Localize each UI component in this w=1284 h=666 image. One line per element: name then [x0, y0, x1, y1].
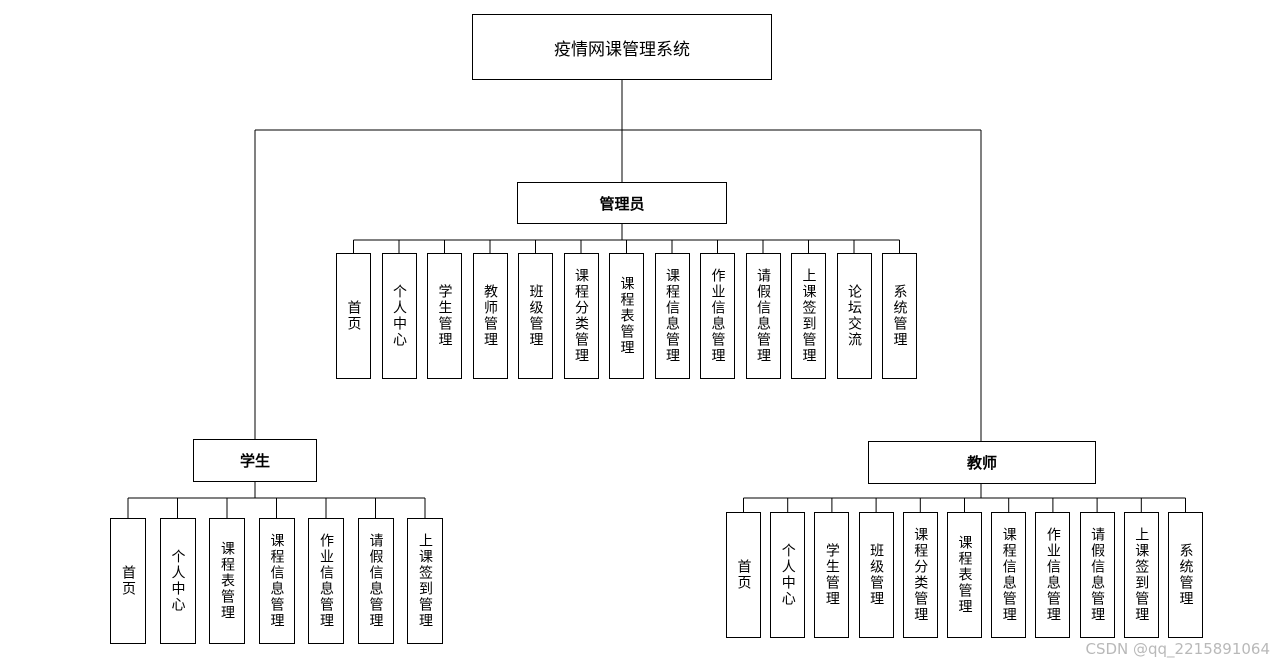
teacher-module-label: 作业信息管理	[1044, 527, 1061, 623]
teacher-module-label: 个人中心	[779, 543, 796, 607]
role-node-admin: 管理员	[517, 182, 727, 224]
admin-module-node: 首页	[336, 253, 371, 379]
root-system-node: 疫情网课管理系统	[472, 14, 772, 80]
teacher-module-label: 请假信息管理	[1089, 527, 1106, 623]
student-module-node: 课程信息管理	[258, 518, 295, 644]
admin-module-label: 班级管理	[527, 284, 544, 348]
teacher-module-node: 请假信息管理	[1079, 512, 1115, 638]
teacher-module-node: 上课签到管理	[1123, 512, 1159, 638]
admin-module-label: 请假信息管理	[755, 268, 771, 364]
teacher-module-node: 系统管理	[1168, 512, 1203, 638]
role-label-teacher: 教师	[966, 454, 997, 472]
admin-module-node: 课程表管理	[609, 253, 644, 379]
teacher-module-node: 学生管理	[814, 512, 850, 638]
admin-module-label: 上课签到管理	[800, 268, 817, 364]
admin-module-node: 教师管理	[472, 253, 508, 379]
student-module-node: 个人中心	[159, 518, 196, 644]
student-module-node: 作业信息管理	[308, 518, 344, 644]
admin-module-node: 论坛交流	[836, 253, 872, 379]
student-module-label: 首页	[120, 565, 136, 597]
watermark: CSDN @qq_2215891064	[1085, 640, 1270, 658]
teacher-module-node: 课程分类管理	[902, 512, 938, 638]
admin-module-label: 论坛交流	[846, 284, 862, 348]
student-module-node: 课程表管理	[209, 518, 245, 644]
admin-module-label: 学生管理	[436, 284, 453, 348]
student-module-node: 上课签到管理	[407, 518, 443, 644]
admin-module-node: 个人中心	[381, 253, 417, 379]
teacher-module-node: 班级管理	[858, 512, 894, 638]
teacher-module-node: 作业信息管理	[1035, 512, 1071, 638]
admin-module-label: 个人中心	[391, 284, 407, 348]
student-module-label: 个人中心	[169, 549, 186, 613]
teacher-module-label: 课程表管理	[956, 535, 973, 615]
admin-module-node: 系统管理	[882, 253, 917, 379]
teacher-module-label: 课程信息管理	[1000, 527, 1017, 623]
admin-module-node: 班级管理	[518, 253, 553, 379]
admin-module-node: 学生管理	[427, 253, 462, 379]
teacher-module-label: 首页	[735, 559, 752, 591]
admin-module-node: 课程分类管理	[563, 253, 599, 379]
admin-module-label: 课程分类管理	[573, 268, 589, 364]
teacher-module-label: 上课签到管理	[1133, 527, 1150, 623]
role-label-student: 学生	[239, 452, 270, 470]
student-module-node: 首页	[110, 518, 146, 644]
student-module-label: 作业信息管理	[318, 533, 334, 629]
role-label-admin: 管理员	[599, 194, 645, 213]
admin-module-node: 上课签到管理	[791, 253, 826, 379]
teacher-module-node: 课程表管理	[947, 512, 982, 638]
admin-module-label: 首页	[345, 300, 362, 332]
admin-module-label: 课程表管理	[618, 276, 635, 356]
student-module-label: 课程表管理	[219, 541, 235, 621]
role-node-teacher: 教师	[868, 441, 1096, 484]
teacher-module-label: 系统管理	[1177, 543, 1194, 607]
teacher-module-node: 首页	[726, 512, 761, 638]
root-system-label: 疫情网课管理系统	[554, 39, 690, 60]
admin-module-node: 请假信息管理	[745, 253, 781, 379]
teacher-module-node: 个人中心	[770, 512, 806, 638]
student-module-node: 请假信息管理	[357, 518, 394, 644]
student-module-label: 上课签到管理	[417, 533, 433, 629]
student-module-label: 请假信息管理	[367, 533, 384, 629]
admin-module-label: 作业信息管理	[709, 268, 726, 364]
teacher-module-label: 学生管理	[823, 543, 840, 607]
admin-module-node: 作业信息管理	[700, 253, 735, 379]
admin-module-label: 教师管理	[482, 284, 498, 348]
role-node-student: 学生	[193, 439, 317, 482]
student-module-label: 课程信息管理	[268, 533, 285, 629]
teacher-module-node: 课程信息管理	[991, 512, 1027, 638]
teacher-module-label: 课程分类管理	[912, 527, 929, 623]
admin-module-label: 课程信息管理	[664, 268, 680, 364]
teacher-module-label: 班级管理	[868, 543, 885, 607]
admin-module-label: 系统管理	[891, 284, 908, 348]
admin-module-node: 课程信息管理	[654, 253, 690, 379]
